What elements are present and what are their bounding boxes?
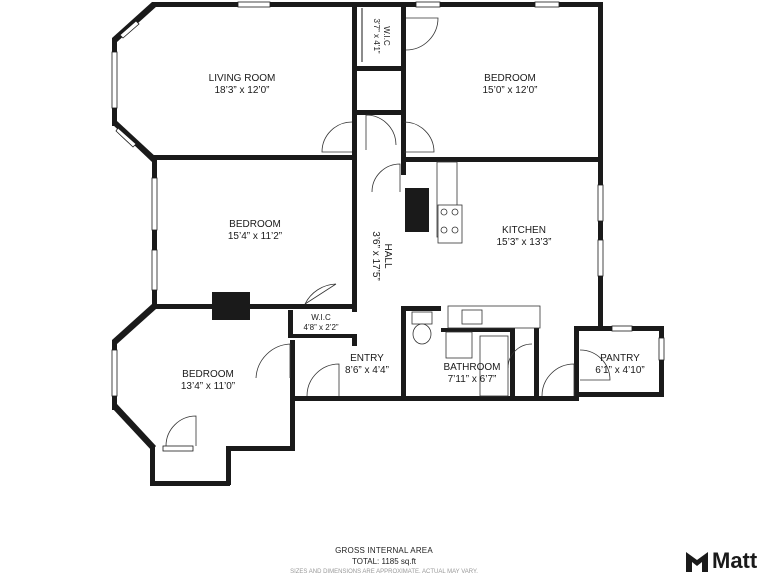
brand-logo: Matt: [686, 548, 757, 574]
bedroom-mid-name: BEDROOM: [229, 219, 281, 230]
fixtures: [361, 8, 541, 397]
bedroom-sw-name: BEDROOM: [182, 369, 234, 380]
bedroom-ne-name: BEDROOM: [484, 73, 536, 84]
bathroom-dim: 7’11” x 6’7”: [448, 374, 497, 385]
living-room-name: LIVING ROOM: [209, 73, 276, 84]
wic-mid-name: W.I.C: [311, 313, 331, 322]
wic-top-dim: 3’7” x 4’1”: [372, 18, 381, 53]
wic-mid-dim: 4’8” x 2’2”: [303, 323, 338, 332]
gross-area-label: GROSS INTERNAL AREA: [335, 546, 433, 555]
bedroom-ne-dim: 15’0” x 12’0”: [482, 85, 537, 96]
disclaimer: SIZES AND DIMENSIONS ARE APPROXIMATE. AC…: [290, 569, 478, 575]
hall-name: HALL: [382, 243, 393, 268]
entry-dim: 8’6” x 4’4”: [345, 365, 389, 376]
bathroom-name: BATHROOM: [443, 362, 500, 373]
doors: [165, 17, 611, 447]
entry-name: ENTRY: [350, 353, 384, 364]
windows: [111, 1, 665, 452]
kitchen-dim: 15’3” x 13’3”: [496, 237, 551, 248]
bedroom-mid-dim: 15’4” x 11’2”: [228, 231, 282, 242]
total-area: TOTAL: 1185 sq.ft: [351, 557, 417, 566]
kitchen-name: KITCHEN: [502, 225, 546, 236]
wic-top-name: W.I.C: [382, 26, 391, 46]
brand-name: Matt: [712, 548, 758, 573]
room-labels: LIVING ROOM 18’3” x 12’0” BEDROOM 15’0” …: [181, 18, 645, 392]
pantry-dim: 6’1” x 4’10”: [595, 365, 644, 376]
bedroom-sw-dim: 13’4” x 11’0”: [181, 381, 235, 392]
pantry-name: PANTRY: [600, 353, 640, 364]
living-room-dim: 18’3” x 12’0”: [214, 85, 269, 96]
brand-logo-icon: [686, 552, 708, 572]
hall-dim: 3’6” x 17’5”: [370, 231, 381, 280]
